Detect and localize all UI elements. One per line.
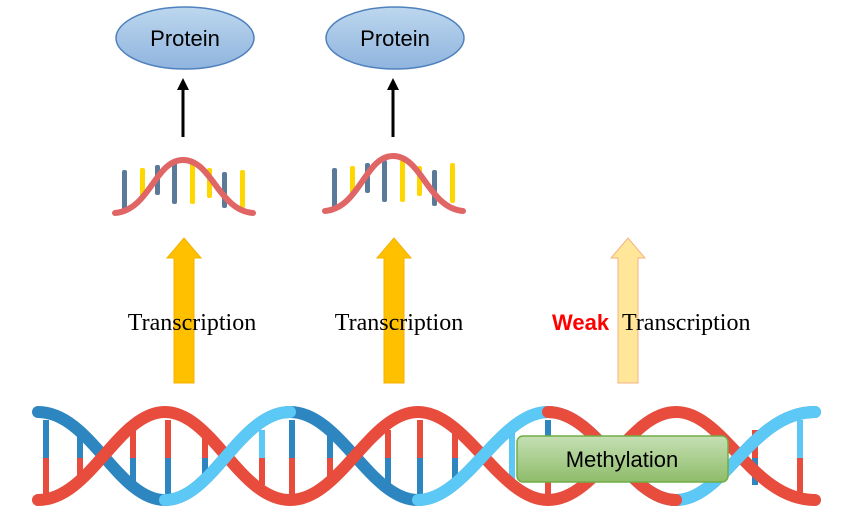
mrna-base bbox=[400, 160, 405, 202]
methylation-label: Methylation bbox=[566, 447, 679, 472]
protein-ellipse bbox=[115, 6, 255, 70]
methylation-box: Methylation bbox=[516, 435, 729, 483]
transcription-label-1: Transcription bbox=[128, 310, 256, 336]
mrna-strand bbox=[112, 156, 256, 216]
mrna-base bbox=[240, 170, 245, 208]
mrna-1 bbox=[112, 156, 256, 216]
transcription-arrow-1 bbox=[165, 237, 203, 384]
protein-1: Protein bbox=[115, 6, 255, 70]
mrna-base bbox=[332, 168, 337, 210]
protein-ellipse bbox=[325, 6, 465, 70]
mrna-base bbox=[450, 163, 455, 203]
mrna-strand bbox=[322, 152, 466, 214]
methylation-rect bbox=[516, 435, 729, 483]
protein-2: Protein bbox=[325, 6, 465, 70]
translation-arrowhead-1 bbox=[177, 78, 189, 90]
mrna-base bbox=[172, 162, 177, 204]
transcription-label-3: Transcription bbox=[622, 310, 750, 336]
transcription-label-2: Transcription bbox=[335, 310, 463, 336]
mrna-2 bbox=[322, 152, 466, 214]
dna-strand-red bbox=[32, 405, 821, 507]
dna-strand-light-blue bbox=[412, 406, 554, 506]
protein-label: Protein bbox=[150, 26, 220, 51]
dna-strand-light-blue bbox=[159, 406, 296, 506]
weak-transcription-arrow bbox=[609, 237, 647, 384]
protein-label: Protein bbox=[360, 26, 430, 51]
mrna-base bbox=[122, 170, 127, 212]
mrna-base bbox=[190, 162, 195, 204]
translation-arrowhead-2 bbox=[387, 78, 399, 90]
mrna-base bbox=[382, 160, 387, 202]
transcription-arrow-2 bbox=[375, 237, 413, 384]
weak-label: Weak bbox=[552, 310, 610, 335]
mrna-base bbox=[140, 168, 145, 198]
dna-strand-light-blue bbox=[670, 406, 821, 506]
dna-helix bbox=[32, 405, 821, 507]
